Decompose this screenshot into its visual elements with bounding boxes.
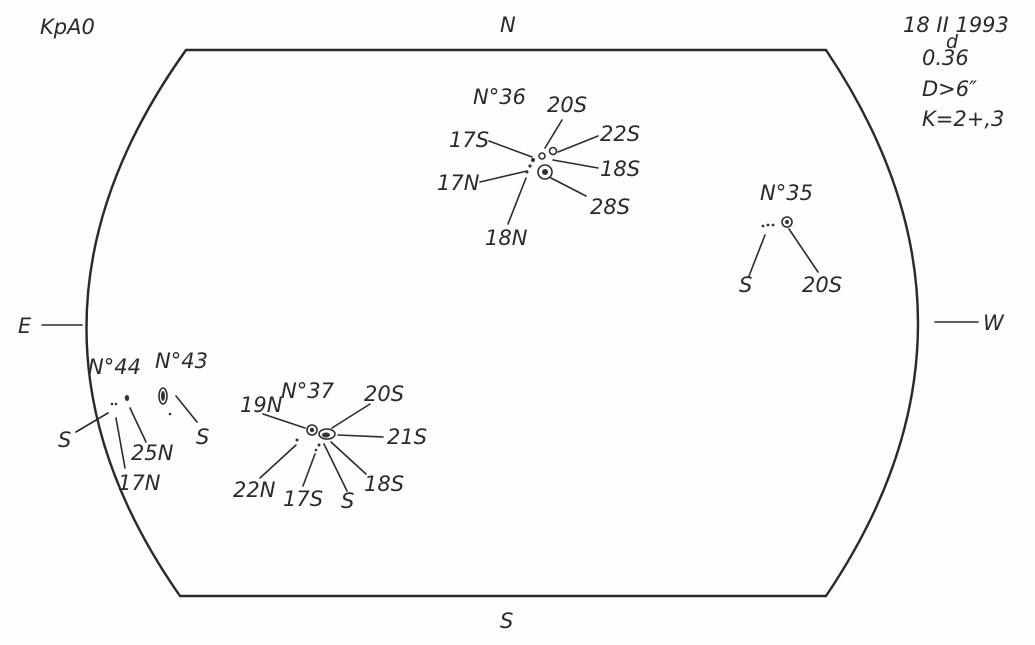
spot-36-g <box>538 152 546 160</box>
spot-37-b <box>317 443 321 447</box>
time-superscript: d <box>946 31 959 53</box>
spot-37-c <box>314 448 318 452</box>
leader-44-25N <box>129 407 147 443</box>
spot-36-large <box>537 164 553 180</box>
leader-37-19N <box>262 413 306 429</box>
group-36: N°36 20S 22S 17S 18S 17N 28S 18N <box>437 85 640 250</box>
label-44-25N: 25N <box>131 441 174 465</box>
east-label: E <box>18 314 32 338</box>
group-44: N°44 S 25N 17N <box>58 355 174 495</box>
spot-37-follower <box>318 428 336 440</box>
leader-36-22S <box>557 135 599 153</box>
diameter-label: D>6″ <box>922 77 977 101</box>
label-36-28S: 28S <box>590 195 630 219</box>
spot-36-i <box>528 164 532 168</box>
label-37-21S: 21S <box>387 425 427 449</box>
label-36-17S: 17S <box>449 128 489 152</box>
leader-36-17S <box>488 140 533 158</box>
leader-36-18N <box>507 177 527 225</box>
spot-37-leader-core <box>309 427 315 433</box>
label-36-22S: 22S <box>600 122 640 146</box>
group-37: N°37 19N 20S 21S 22N 17S S 18S <box>233 379 427 513</box>
group-35-name: N°35 <box>760 181 813 205</box>
south-label: S <box>500 609 513 633</box>
spot-36-f <box>548 146 558 156</box>
leader-37-22N <box>259 444 297 479</box>
spot-37-a <box>295 438 299 442</box>
label-37-17S: 17S <box>283 487 323 511</box>
leader-37-S <box>323 443 348 492</box>
group-37-name: N°37 <box>281 379 335 403</box>
spot-43-leader <box>158 387 168 405</box>
spot-35-c <box>771 223 775 227</box>
spot-37-follower-core <box>322 432 330 438</box>
leader-43-S <box>175 395 198 423</box>
west-label: W <box>983 311 1005 335</box>
label-36-17N: 17N <box>437 171 480 195</box>
spot-36-large-core <box>542 169 548 175</box>
group-35: N°35 S 20S <box>739 181 842 297</box>
spot-35-leader <box>781 216 793 228</box>
label-37-22N: 22N <box>233 478 276 502</box>
label-35-20S: 20S <box>802 273 842 297</box>
leader-44-S <box>75 412 109 433</box>
label-37-18S: 18S <box>364 472 404 496</box>
solar-disk-outline <box>85 48 920 598</box>
spot-35-b <box>766 223 770 227</box>
leader-37-17S <box>302 453 316 487</box>
observatory-label: KpA0 <box>40 15 95 39</box>
label-44-S: S <box>58 428 71 452</box>
north-label: N <box>500 13 516 37</box>
spot-43-leader-core <box>161 391 165 401</box>
label-37-19N: 19N <box>240 393 283 417</box>
spot-44-b <box>114 402 118 406</box>
label-43-S: S <box>196 425 209 449</box>
group-43-name: N°43 <box>155 349 208 373</box>
leader-37-18S <box>330 441 367 475</box>
spot-36-h <box>531 158 535 162</box>
spot-43-small <box>168 412 172 416</box>
spot-35-leader-core <box>785 220 789 224</box>
label-35-S: S <box>739 273 752 297</box>
group-44-name: N°44 <box>88 355 141 379</box>
leader-36-20S <box>544 119 563 149</box>
spot-35-a <box>761 224 765 228</box>
group-36-name: N°36 <box>473 85 526 109</box>
leader-36-17N <box>479 170 528 183</box>
leader-37-20S <box>331 403 371 429</box>
label-36-20S: 20S <box>547 93 587 117</box>
group-43: N°43 S <box>155 349 209 449</box>
spot-37-leader <box>306 424 318 436</box>
label-37-20S: 20S <box>364 382 404 406</box>
time-label: 0.36 <box>922 46 969 70</box>
leader-36-18S <box>552 159 599 169</box>
label-36-18S: 18S <box>600 157 640 181</box>
leader-36-28S <box>550 177 587 197</box>
leader-35-S <box>748 234 766 277</box>
leader-37-21S <box>337 434 384 438</box>
spot-44-c <box>124 395 130 401</box>
leader-44-17N <box>115 417 126 469</box>
date-label: 18 II 1993 <box>903 13 1009 37</box>
spot-44-a <box>110 402 114 406</box>
label-44-17N: 17N <box>118 471 161 495</box>
label-37-S: S <box>341 489 354 513</box>
label-36-18N: 18N <box>485 226 528 250</box>
quality-label: K=2+,3 <box>922 107 1004 131</box>
leader-35-20S <box>788 228 819 273</box>
